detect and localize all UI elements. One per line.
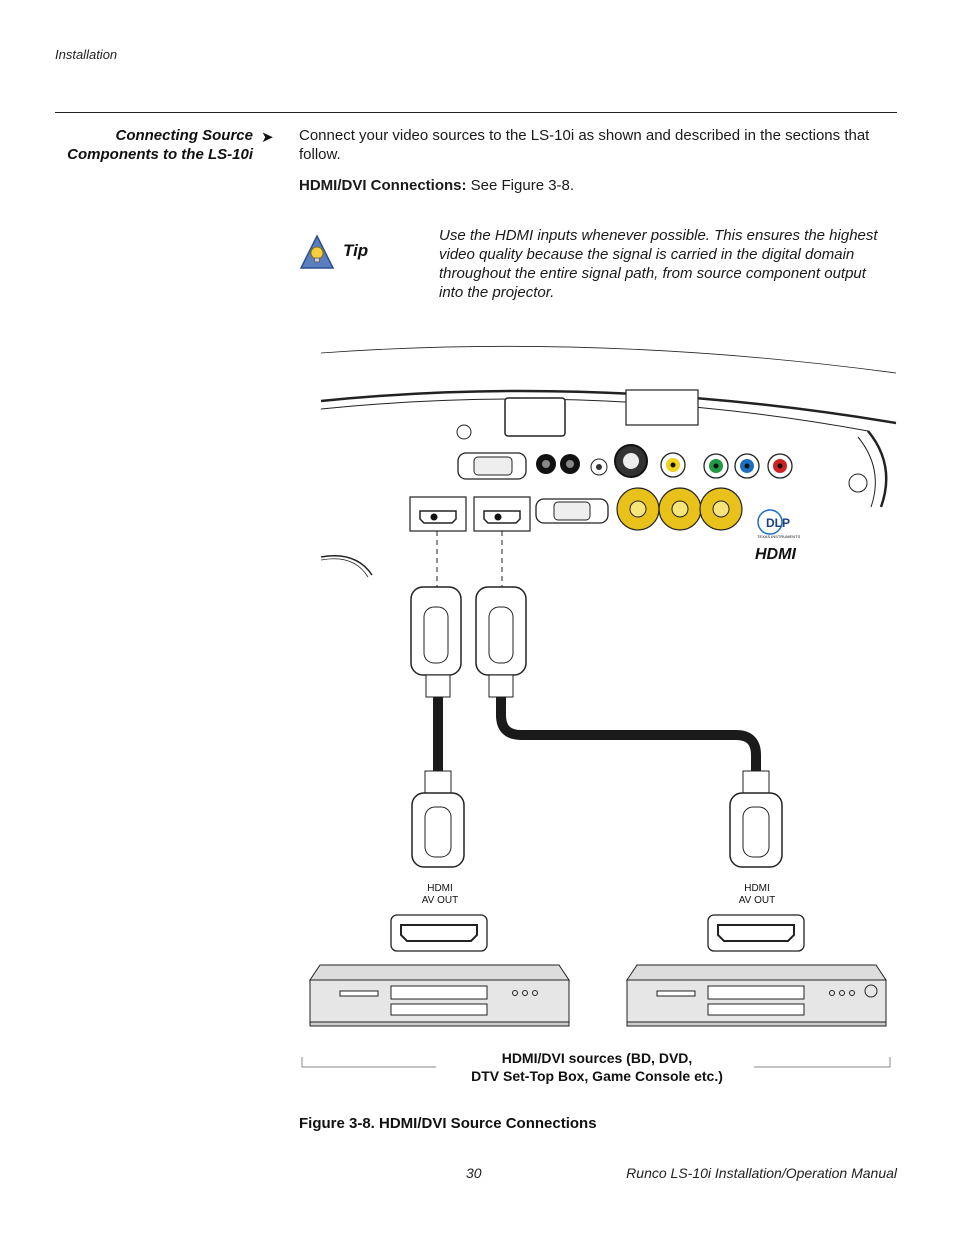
- dlp-sub-text: TEXAS INSTRUMENTS: [757, 534, 800, 539]
- port-label-left-line1: HDMI: [427, 883, 453, 894]
- running-header: Installation: [55, 47, 118, 62]
- section-heading: Connecting Source Components to the LS-1…: [40, 126, 253, 164]
- source-hdmi-port-2: [707, 914, 805, 952]
- heading-arrow-icon: ➤: [261, 129, 274, 146]
- section-heading-line2: Components to the LS-10i: [67, 146, 253, 163]
- rca-ports: [660, 452, 793, 479]
- hdmi-connection-diagram: DLP TEXAS INSTRUMENTS HDMI HDMI AV OUT H…: [301, 345, 897, 1068]
- vga-port: [535, 498, 609, 524]
- lightbulb-icon: [299, 234, 335, 269]
- projector-panel: [320, 345, 897, 578]
- section-heading-line1: Connecting Source: [115, 127, 253, 144]
- hdmi-plug-top-2: [475, 586, 527, 698]
- hdmi-cable-2: [496, 697, 761, 775]
- hdmi-logo: HDMI: [755, 546, 796, 563]
- source-device-1: [309, 964, 570, 1027]
- hdmi-input-2: [473, 496, 531, 532]
- hdmi-connections-ref: See Figure 3-8.: [466, 177, 575, 194]
- panel-latch: [504, 397, 566, 437]
- header-rule: [55, 112, 897, 113]
- port-label-right-line1: HDMI: [744, 883, 770, 894]
- tip-text: Use the HDMI inputs whenever possible. T…: [439, 227, 878, 301]
- manual-title: Runco LS-10i Installation/Operation Manu…: [626, 1165, 897, 1181]
- hdmi-plug-bottom-2: [729, 770, 783, 868]
- bnc-ports: [616, 487, 743, 531]
- source-hdmi-port-1: [390, 914, 488, 952]
- source-device-2: [626, 964, 887, 1027]
- sources-bracket: [301, 1057, 891, 1068]
- intro-paragraph: Connect your video sources to the LS-10i…: [299, 127, 870, 163]
- port-label-left-line2: AV OUT: [422, 895, 458, 906]
- page-number: 30: [466, 1165, 482, 1181]
- hdmi-plug-top-1: [410, 586, 462, 698]
- dlp-logo-text: DLP: [766, 516, 790, 530]
- sources-label: HDMI/DVI sources (BD, DVD, DTV Set-Top B…: [440, 1049, 754, 1085]
- hdmi-connections-line: HDMI/DVI Connections: See Figure 3-8.: [299, 177, 574, 194]
- tip-label: Tip: [343, 241, 369, 260]
- port-label-right-line2: AV OUT: [739, 895, 775, 906]
- sources-label-line1: HDMI/DVI sources (BD, DVD,: [501, 1050, 693, 1066]
- figure-caption: Figure 3-8. HDMI/DVI Source Connections: [299, 1115, 597, 1132]
- hdmi-connections-label: HDMI/DVI Connections:: [299, 177, 467, 194]
- sources-label-line2: DTV Set-Top Box, Game Console etc.): [471, 1068, 723, 1084]
- hdmi-input-1: [409, 496, 467, 532]
- dlp-logo: DLP TEXAS INSTRUMENTS: [757, 509, 800, 539]
- hdmi-plug-bottom-1: [411, 770, 465, 868]
